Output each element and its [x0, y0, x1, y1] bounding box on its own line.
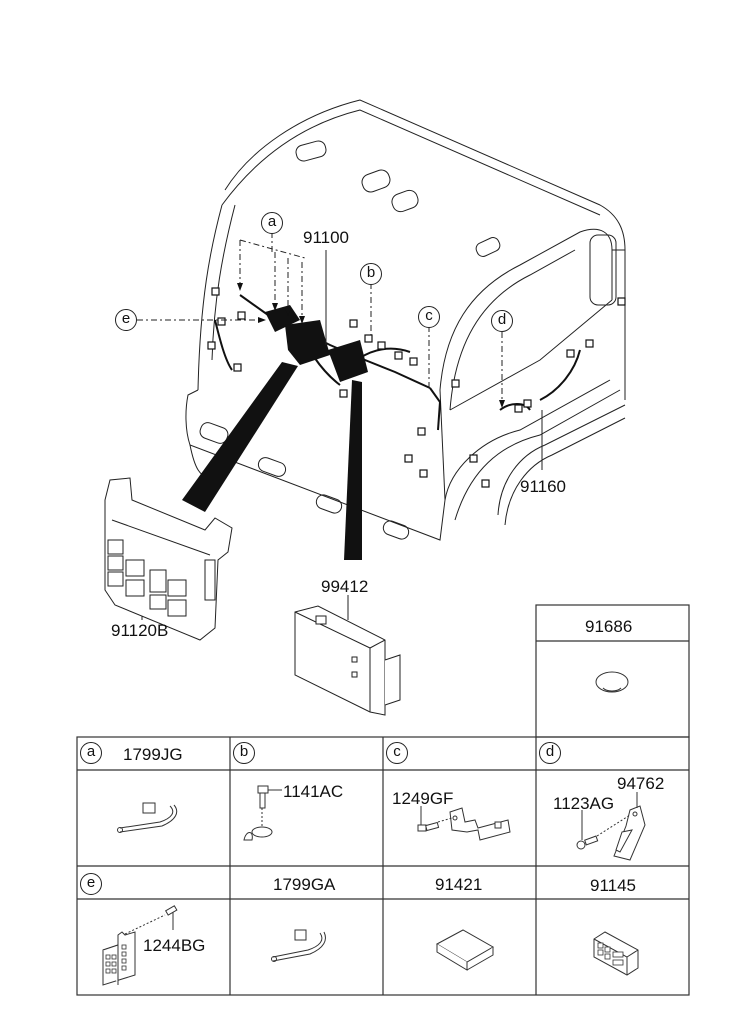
junction-box-91120B [104, 477, 233, 641]
cable-tie-icon [117, 802, 178, 833]
callout-c[interactable]: c [418, 306, 440, 328]
connectors [207, 287, 626, 488]
bolt-bracket-icon [417, 806, 511, 841]
table-callout-b: b [233, 742, 255, 764]
table-cell-91145-part[interactable]: 91145 [590, 876, 637, 895]
control-module-99412 [294, 605, 401, 716]
label-1141AC[interactable]: 1141AC [283, 782, 344, 801]
bolt-clip-icon [243, 785, 282, 841]
label-1249GF[interactable]: 1249GF [392, 789, 454, 808]
cable-tie-icon-2 [271, 929, 326, 962]
label-control-module[interactable]: 99412 [321, 577, 369, 596]
label-1244BG[interactable]: 1244BG [143, 936, 206, 955]
callout-leaders [137, 232, 503, 402]
table-cell-91686-label[interactable]: 91686 [585, 617, 633, 636]
table-callout-a: a [80, 742, 102, 764]
table-callout-d: d [539, 742, 561, 764]
grommet-icon [595, 671, 629, 693]
table-callout-e: e [80, 873, 102, 895]
table-cell-91421-part[interactable]: 91421 [435, 875, 483, 894]
leader-bands [182, 362, 362, 560]
label-94762[interactable]: 94762 [617, 774, 665, 793]
connector-housing-icon [593, 931, 639, 976]
callout-d[interactable]: d [491, 310, 513, 332]
label-junction-box[interactable]: 91120B [111, 621, 169, 640]
bolt-bracket-long-icon [576, 792, 646, 861]
table-cell-1799GA-part[interactable]: 1799GA [273, 875, 336, 894]
label-main-harness[interactable]: 91100 [303, 228, 350, 247]
connector-bolt-icon [102, 905, 178, 986]
table-cell-a-part[interactable]: 1799JG [123, 745, 183, 764]
pad-block-icon [435, 929, 495, 971]
harness-modules [265, 305, 368, 382]
callout-a[interactable]: a [261, 212, 283, 234]
label-1123AG[interactable]: 1123AG [553, 794, 615, 813]
callout-b[interactable]: b [360, 263, 382, 285]
table-callout-c: c [386, 742, 408, 764]
label-cab-harness[interactable]: 91160 [520, 477, 567, 496]
callout-e[interactable]: e [115, 309, 137, 331]
leader-arrowheads [237, 283, 505, 408]
